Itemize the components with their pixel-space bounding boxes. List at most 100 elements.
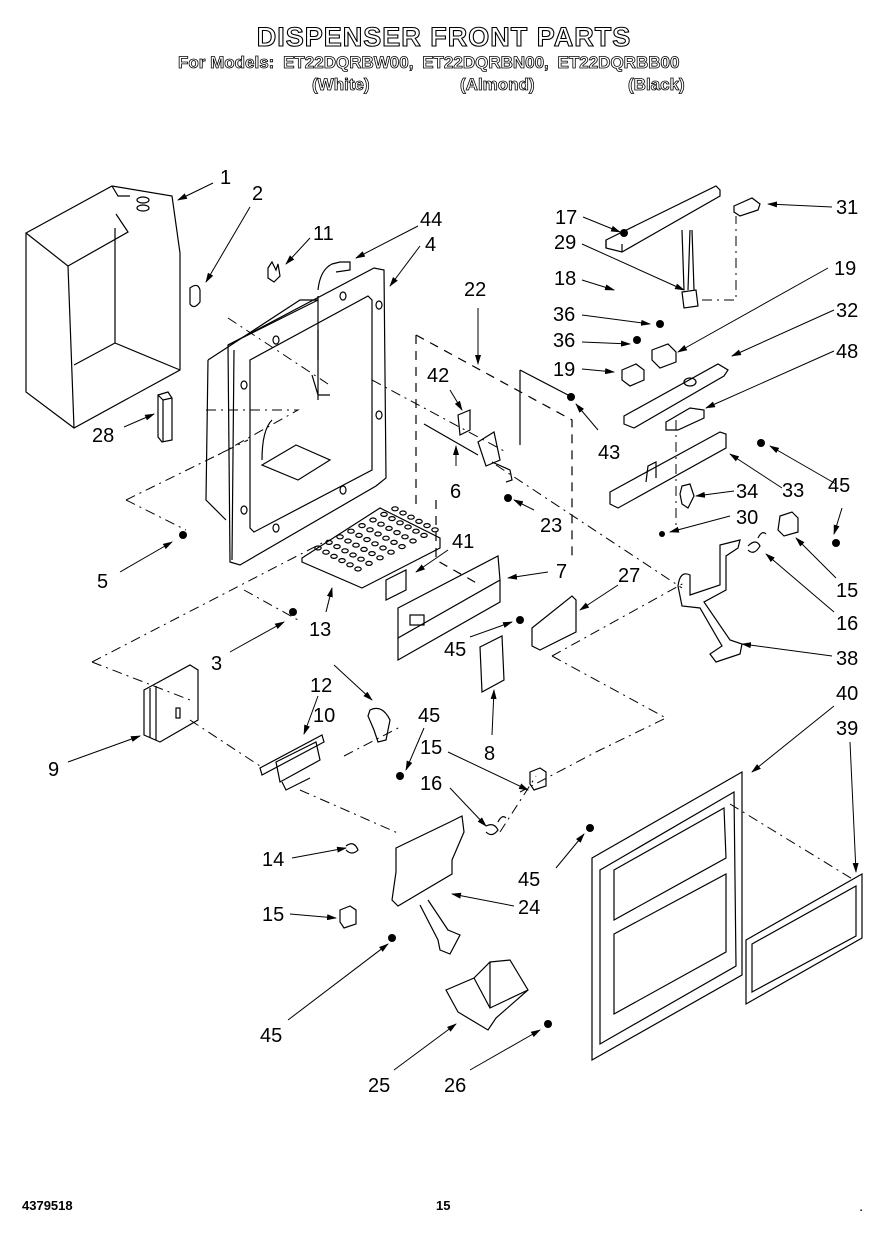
- part-11-clip: [267, 260, 281, 283]
- part-15-bracket-lower-right: [529, 767, 547, 791]
- callout-41: 41: [452, 531, 474, 553]
- part-7-control-plate: [397, 555, 501, 662]
- keypad-button: [366, 527, 374, 533]
- keypad-button: [363, 536, 371, 543]
- keypad-button: [404, 524, 412, 530]
- callout-15-right: 15: [836, 580, 858, 602]
- part-9-cover: [143, 664, 199, 743]
- keypad-button: [357, 556, 365, 562]
- callout-43: 43: [598, 442, 620, 464]
- part-31-clip: [733, 197, 761, 217]
- corner-mark: ▪: [860, 1208, 863, 1214]
- keypad-button: [385, 525, 393, 532]
- callout-33: 33: [782, 480, 804, 502]
- part-39-panel: [745, 872, 863, 1006]
- leader-lines: [67, 182, 859, 1071]
- keypad-button: [388, 515, 396, 522]
- part-22-actuator-assembly: [415, 334, 573, 586]
- callout-45-middle: 45: [418, 705, 440, 727]
- callout-42: 42: [427, 365, 449, 387]
- page-title: DISPENSER FRONT PARTS: [256, 21, 632, 52]
- callout-40: 40: [836, 683, 858, 705]
- keypad-button: [379, 545, 387, 551]
- keypad-button: [390, 539, 398, 546]
- keypad-button: [398, 543, 406, 550]
- keypad-button: [344, 538, 352, 544]
- keypad-button: [349, 552, 357, 558]
- callout-15-left: 15: [262, 904, 284, 926]
- callout-6: 6: [450, 481, 461, 503]
- keypad-button: [387, 549, 395, 555]
- callout-44: 44: [420, 209, 442, 231]
- model-black: ET22DQRBB00: [557, 53, 680, 73]
- keypad-button: [374, 531, 382, 537]
- callout-38: 38: [836, 648, 858, 670]
- keypad-button: [420, 532, 428, 539]
- models-line: For Models: ET22DQRBW00, ET22DQRBN00, ET…: [178, 53, 683, 73]
- part-27-cover: [531, 595, 577, 651]
- part-33-bracket: [609, 431, 727, 509]
- callout-9: 9: [48, 759, 59, 781]
- color-white: (White): [312, 75, 370, 95]
- callout-14: 14: [262, 849, 284, 871]
- part-13-keypad: [301, 506, 441, 589]
- part-8-cover: [479, 635, 505, 693]
- callout-39: 39: [836, 718, 858, 740]
- model-almond: ET22DQRBN00,: [422, 53, 549, 73]
- part-44-harness: [317, 261, 351, 360]
- callout-28: 28: [92, 425, 114, 447]
- keypad-button: [341, 548, 349, 554]
- keypad-button: [393, 529, 401, 536]
- keypad-button: [376, 555, 384, 561]
- callout-8: 8: [484, 743, 495, 765]
- callout-10: 10: [313, 705, 335, 727]
- callout-45-lower-right: 45: [518, 869, 540, 891]
- keypad-button: [423, 522, 431, 529]
- callout-19-upper: 19: [834, 258, 856, 280]
- keypad-button: [396, 520, 404, 526]
- keypad-button: [330, 553, 338, 560]
- callout-23: 23: [540, 515, 562, 537]
- part-16-spring: [747, 532, 767, 553]
- callout-22: 22: [464, 279, 486, 301]
- keypad-button: [412, 528, 420, 534]
- callout-13: 13: [309, 619, 331, 641]
- callout-29: 29: [554, 232, 576, 254]
- keypad-button: [346, 562, 354, 568]
- callout-25: 25: [368, 1075, 390, 1097]
- keypad-button: [409, 538, 417, 544]
- callout-15-middle: 15: [420, 737, 442, 759]
- part-15-bracket-lower-left: [339, 905, 357, 929]
- keypad-button: [354, 566, 362, 572]
- keypad-button: [369, 517, 377, 523]
- keypad-button: [325, 539, 333, 546]
- keypad-button: [399, 510, 407, 516]
- keypad-button: [360, 546, 368, 553]
- callout-31: 31: [836, 197, 858, 219]
- part-40-panel: [591, 770, 743, 1062]
- callout-32: 32: [836, 300, 858, 322]
- callout-45-plate: 45: [444, 639, 466, 661]
- part-34-bumper: [679, 483, 695, 509]
- part-2-clip: [189, 284, 201, 308]
- keypad-button: [347, 528, 355, 534]
- callout-18: 18: [554, 268, 576, 290]
- model-white: ET22DQRBW00,: [283, 53, 414, 73]
- keypad-button: [391, 506, 399, 512]
- callout-26: 26: [444, 1075, 466, 1097]
- models-label: For Models:: [178, 53, 275, 73]
- part-14-clip: [345, 843, 359, 854]
- keypad-button: [382, 535, 390, 541]
- part-38-lever: [677, 539, 743, 663]
- keypad-button: [314, 545, 322, 551]
- keypad-button: [431, 527, 439, 533]
- part-28-filter: [157, 391, 173, 443]
- page-number: 15: [436, 1198, 451, 1213]
- keypad-button: [380, 511, 388, 518]
- callout-7: 7: [556, 561, 567, 583]
- color-black: (Black): [628, 75, 685, 95]
- keypad-button: [352, 542, 360, 548]
- callout-24: 24: [518, 897, 540, 919]
- part-25-funnel: [445, 959, 529, 1031]
